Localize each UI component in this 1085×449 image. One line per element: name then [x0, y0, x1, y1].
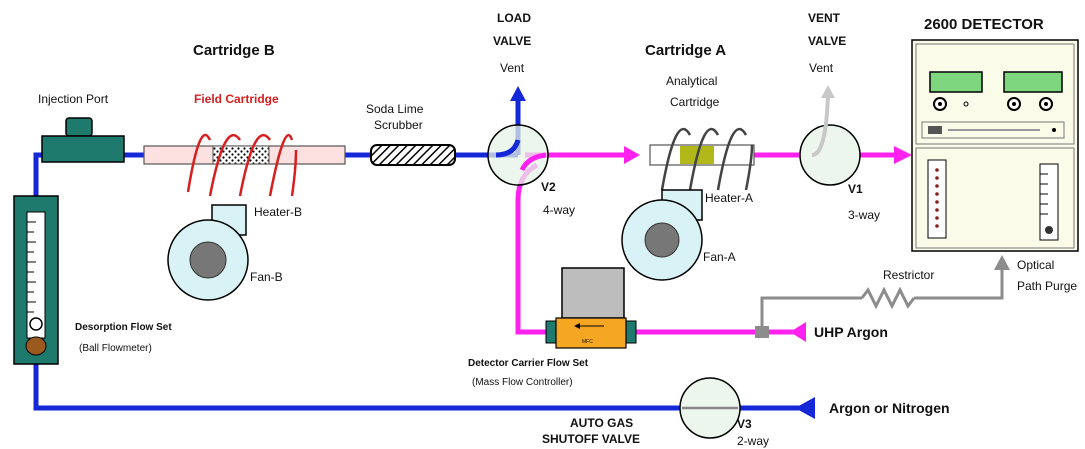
analytical-label-1: Analytical [666, 74, 717, 88]
uhp-argon-arrow [790, 322, 806, 342]
argon-inlet-arrow [795, 397, 815, 419]
heater-b-label: Heater-B [254, 205, 302, 219]
field-cartridge-label: Field Cartridge [194, 92, 279, 106]
heater-a-coil [660, 127, 754, 191]
injection-port-label: Injection Port [38, 92, 109, 106]
soda-lime-label: Soda Lime [366, 102, 424, 116]
ball-flowmeter [13, 195, 59, 365]
optical-label-2: Path Purge [1017, 279, 1077, 293]
mass-flow-controller [545, 267, 637, 349]
scrubber-label: Scrubber [374, 118, 423, 132]
vent-valve-label-1: VENT [808, 11, 841, 25]
auto-gas-label-1: AUTO GAS [570, 416, 633, 430]
v1-type-label: 3-way [848, 208, 880, 222]
v1-label: V1 [848, 182, 863, 196]
v3-type-label: 2-way [737, 434, 769, 448]
analytical-cartridge [649, 144, 755, 166]
vent-arrow-left [510, 86, 526, 101]
cartridge-b-label: Cartridge B [193, 42, 275, 59]
auto-gas-label-2: SHUTOFF VALVE [542, 432, 640, 446]
field-cartridge [143, 145, 346, 165]
purge-line [760, 270, 1004, 332]
analytical-label-2: Cartridge [670, 95, 720, 109]
soda-lime-scrubber [370, 144, 456, 166]
tee-fitting [755, 326, 769, 338]
load-valve-label-2: VALVE [493, 34, 531, 48]
fan-b [167, 204, 249, 301]
desorption-label-1: Desorption Flow Set [75, 322, 172, 333]
load-valve-label-1: LOAD [497, 11, 531, 25]
heater-b-coil [186, 133, 298, 197]
vent-right-label: Vent [809, 61, 834, 75]
heater-a-label: Heater-A [705, 191, 753, 205]
uhp-argon-label: UHP Argon [814, 324, 888, 340]
v2-label: V2 [541, 180, 556, 194]
detector-title: 2600 DETECTOR [924, 16, 1044, 33]
purge-arrow [994, 255, 1010, 270]
detector-inlet-arrow [894, 146, 912, 164]
vent-valve-v1 [799, 85, 861, 186]
desorption-label-2: (Ball Flowmeter) [79, 343, 152, 354]
argon-nitrogen-label: Argon or Nitrogen [829, 400, 950, 416]
detector-carrier-label-2: (Mass Flow Controller) [472, 377, 573, 388]
v2-type-label: 4-way [543, 203, 575, 217]
v3-label: V3 [737, 417, 752, 431]
vent-left-label: Vent [500, 61, 525, 75]
cartridge-a-label: Cartridge A [645, 42, 726, 59]
shutoff-valve-v3 [679, 377, 741, 439]
mfc-label: MFC [582, 339, 593, 345]
flow-arrow-a [624, 146, 640, 164]
text-labels: Cartridge B Field Cartridge Injection Po… [38, 11, 1077, 448]
load-valve-v2 [487, 124, 549, 186]
detector-2600 [911, 39, 1079, 252]
injection-port [41, 117, 125, 163]
optical-label-1: Optical [1017, 258, 1054, 272]
fan-a [621, 189, 703, 281]
fan-a-label: Fan-A [703, 250, 736, 264]
fan-b-label: Fan-B [250, 270, 283, 284]
restrictor-label: Restrictor [883, 268, 934, 282]
detector-carrier-label-1: Detector Carrier Flow Set [468, 358, 589, 369]
vent-valve-label-2: VALVE [808, 34, 846, 48]
